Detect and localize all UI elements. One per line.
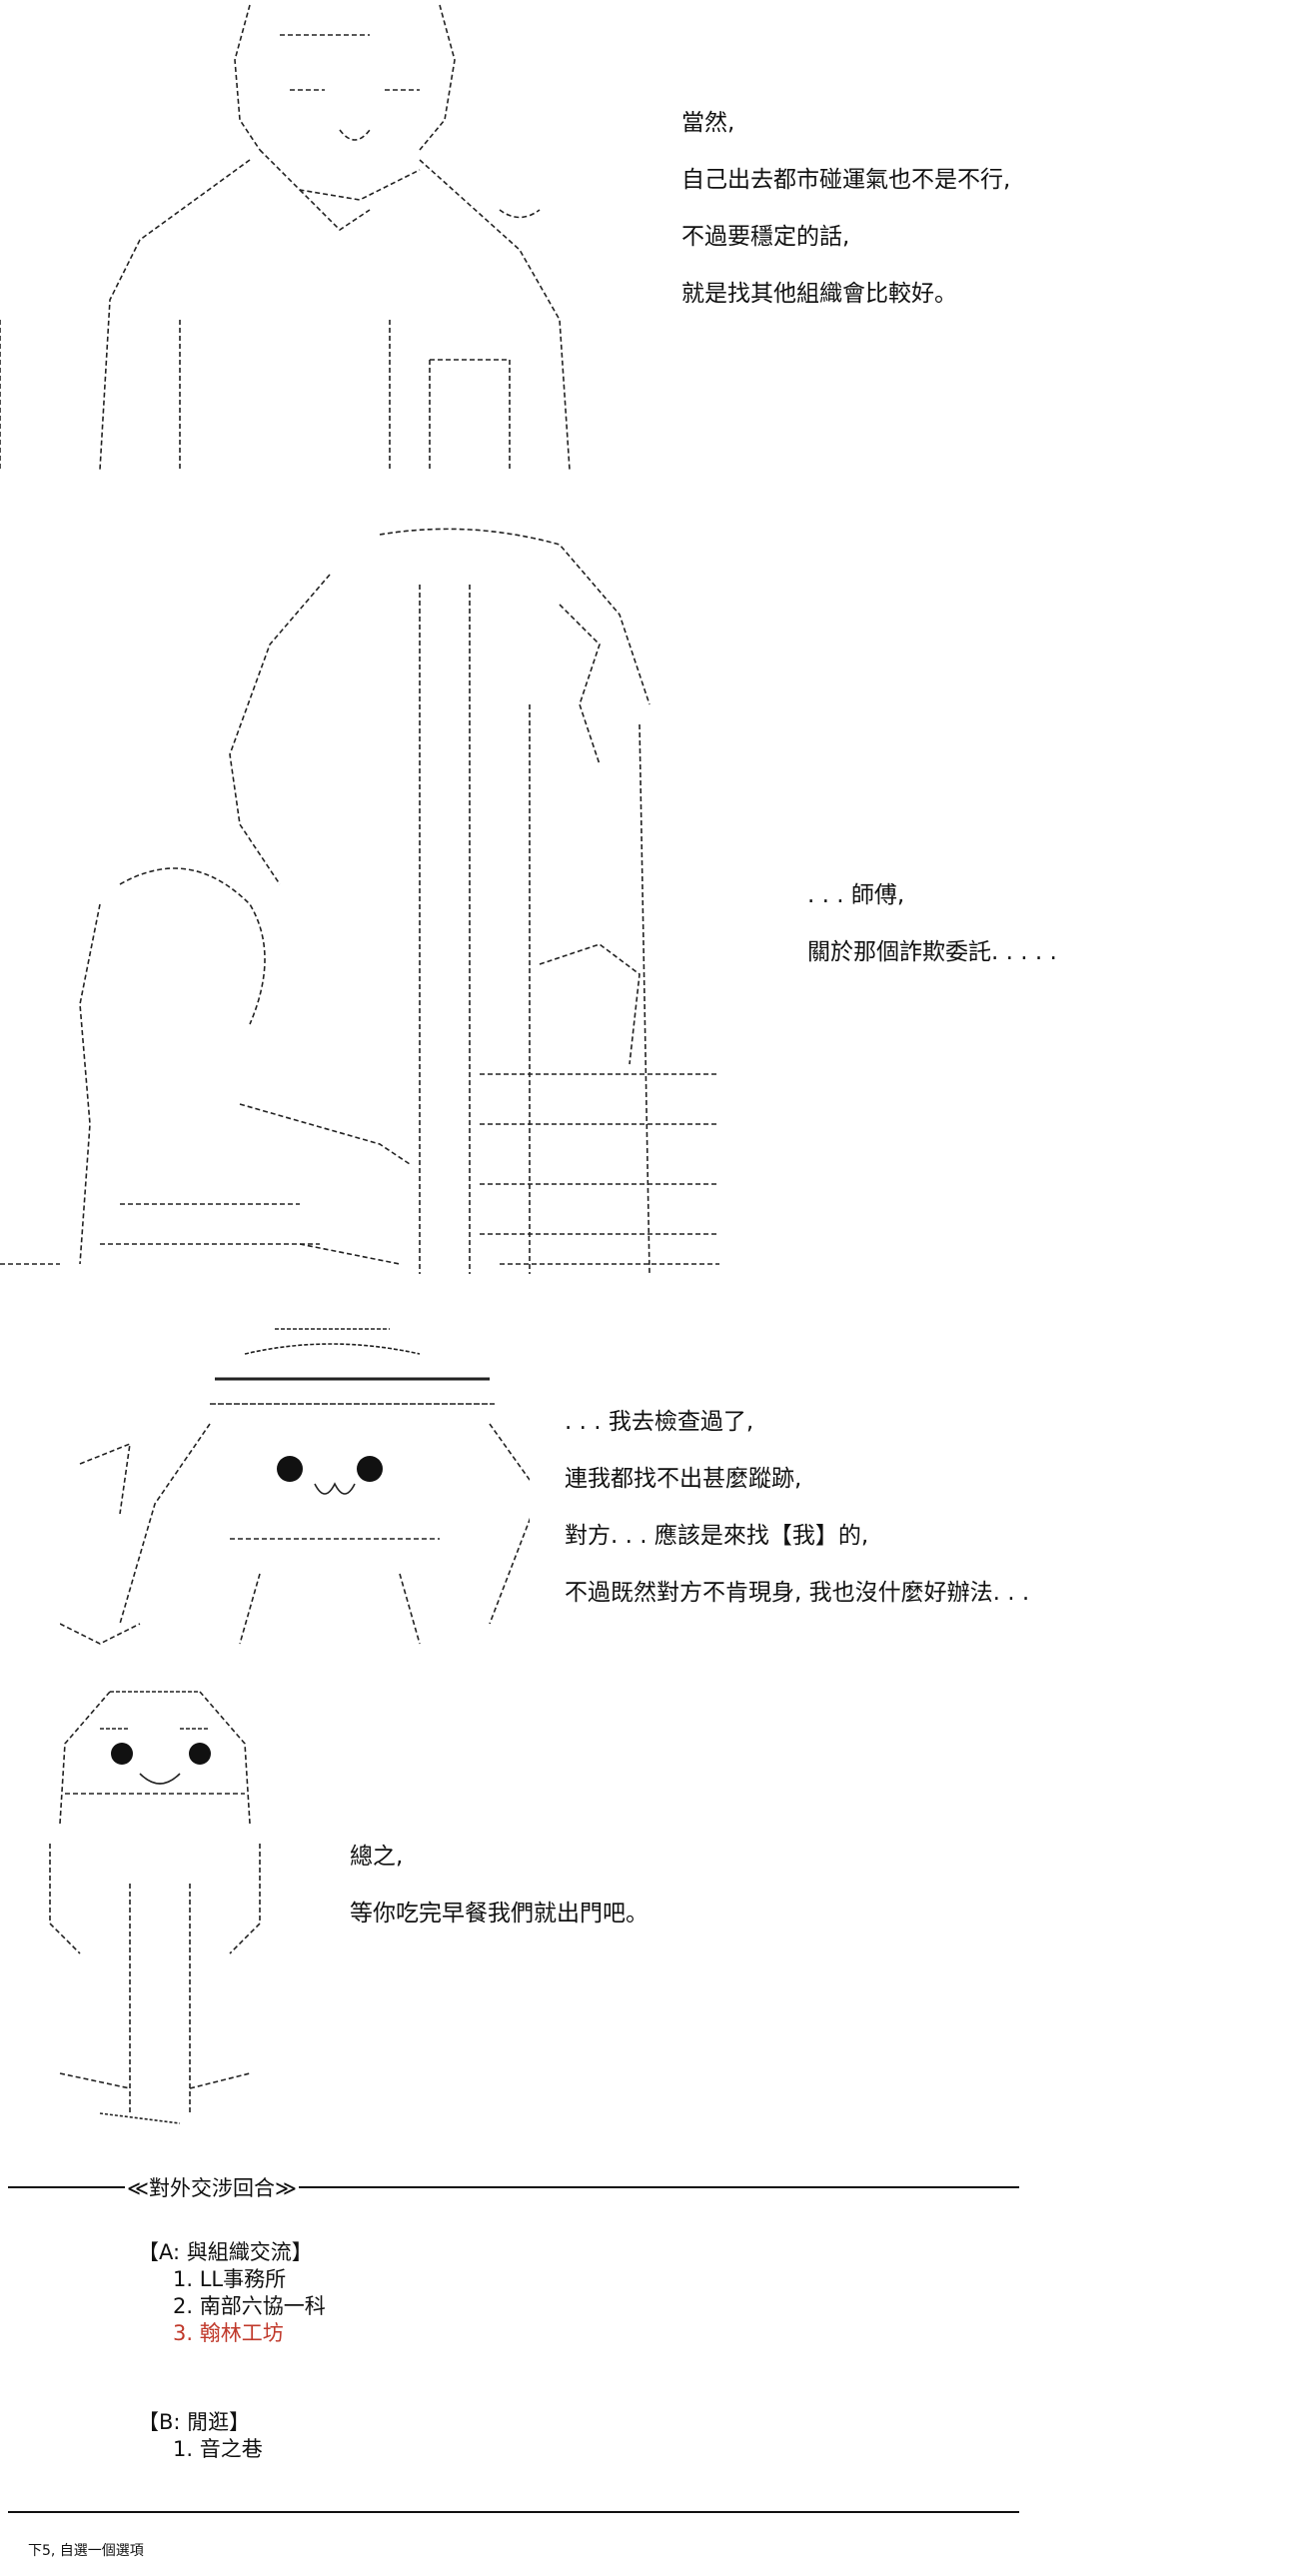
menu-top-divider xyxy=(8,2186,1019,2188)
option-sound-alley[interactable]: 1. 音之巷 xyxy=(173,2437,263,2461)
option-south-district[interactable]: 2. 南部六協一科 xyxy=(173,2294,326,2318)
dialog-line: . . . 我去檢查過了, xyxy=(565,1409,754,1435)
dialog-line: 等你吃完早餐我們就出門吧。 xyxy=(350,1901,649,1927)
dialog-panel-3: . . . 我去檢查過了, 連我都找不出甚麼蹤跡, 對方. . . 應該是來找【… xyxy=(565,1394,1029,1622)
dialog-line: 關於那個詐欺委託. . . . . xyxy=(807,939,1057,965)
option-ll-office[interactable]: 1. LL事務所 xyxy=(173,2267,287,2291)
footnote: 下5, 自選一個選項 xyxy=(28,2543,144,2559)
dialog-panel-2: . . . 師傅, 關於那個詐欺委託. . . . . xyxy=(807,867,1057,981)
ascii-art-hat-character xyxy=(60,1324,530,1654)
dialog-line: 總之, xyxy=(350,1844,404,1870)
dialog-line: 自己出去都市碰運氣也不是不行, xyxy=(681,167,1011,193)
menu-title: ≪對外交涉回合≫ xyxy=(125,2172,299,2202)
group-a-heading: 【A: 與組織交流】 xyxy=(138,2240,313,2264)
dialog-line: 連我都找不出甚麼蹤跡, xyxy=(565,1466,802,1492)
ascii-art-suited-man xyxy=(0,0,620,490)
menu-bottom-divider xyxy=(8,2511,1019,2513)
dialog-line: 不過要穩定的話, xyxy=(681,224,850,250)
ascii-art-two-figures xyxy=(0,505,739,1274)
dialog-line: . . . 師傅, xyxy=(807,882,905,908)
dialog-line: 不過既然對方不肯現身, 我也沒什麼好辦法. . . xyxy=(565,1580,1030,1606)
group-b-heading: 【B: 閒逛】 xyxy=(138,2410,251,2434)
dialog-line: 對方. . . 應該是來找【我】的, xyxy=(565,1523,869,1549)
dialog-line: 當然, xyxy=(681,110,735,136)
dialog-panel-4: 總之, 等你吃完早餐我們就出門吧。 xyxy=(350,1829,649,1942)
dialog-panel-1: 當然, 自己出去都市碰運氣也不是不行, 不過要穩定的話, 就是找其他組織會比較好… xyxy=(681,95,1010,323)
ascii-art-round-character xyxy=(40,1684,270,2133)
dialog-line: 就是找其他組織會比較好。 xyxy=(681,281,957,307)
option-hanlin-workshop[interactable]: 3. 翰林工坊 xyxy=(173,2321,284,2345)
